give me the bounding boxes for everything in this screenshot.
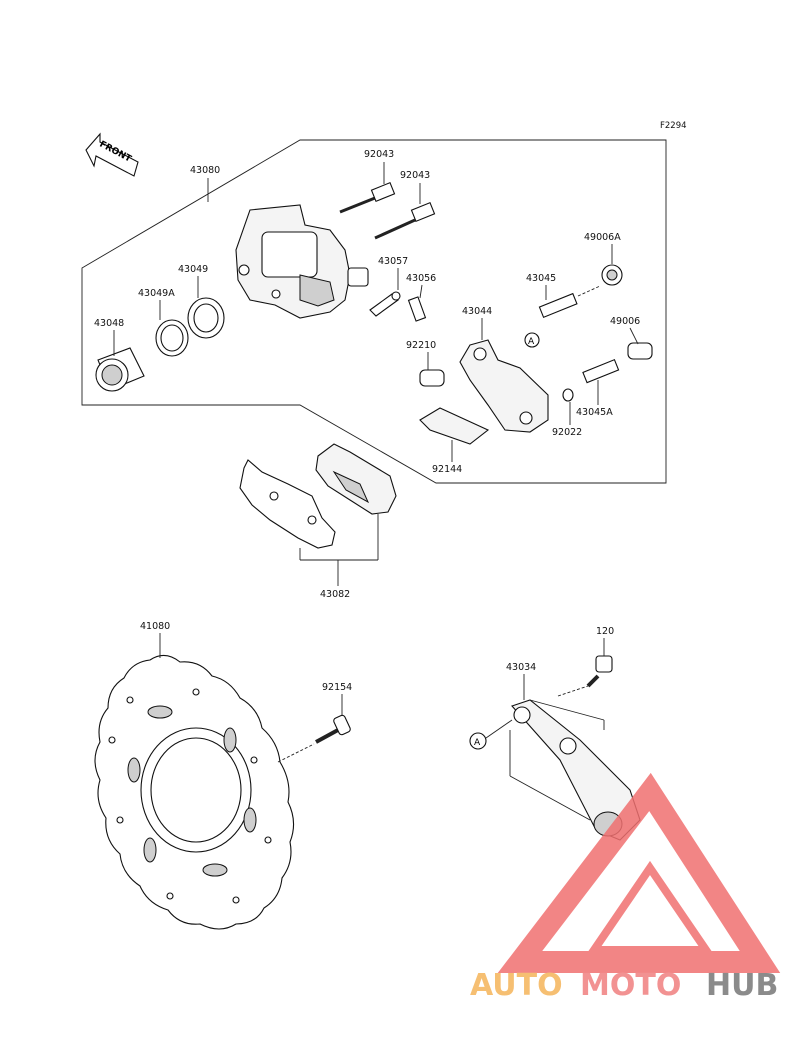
label-49006a: 49006A [584, 232, 621, 243]
boot-49006 [627, 342, 653, 360]
brake-pad-right [315, 443, 397, 515]
label-92154: 92154 [322, 682, 352, 693]
label-92210: 92210 [406, 340, 436, 351]
boot-49006a [601, 264, 623, 286]
dust-seal-43049a [155, 319, 189, 357]
washer-92022 [562, 388, 574, 402]
bleeder-43056 [407, 296, 427, 322]
label-41080: 41080 [140, 621, 170, 632]
watermark-hub: HUB [706, 968, 778, 1003]
pin-92043-a [339, 181, 396, 214]
spring-92144 [419, 407, 490, 445]
bolt-120 [557, 655, 613, 697]
label-43048: 43048 [94, 318, 124, 329]
marker-a-bottom: A [469, 719, 513, 750]
pad-pin-43057 [369, 291, 401, 317]
marker-a-top: A [524, 332, 540, 348]
marker-a-bottom-label: A [474, 738, 481, 748]
label-43034: 43034 [506, 662, 536, 673]
label-43080: 43080 [190, 165, 220, 176]
label-43045a: 43045A [576, 407, 613, 418]
label-43057: 43057 [378, 256, 408, 267]
label-43044: 43044 [462, 306, 492, 317]
label-43056: 43056 [406, 273, 436, 284]
watermark-moto: MOTO [580, 968, 681, 1003]
piston-43048 [95, 347, 145, 392]
figure-code: F2294 [660, 121, 687, 131]
front-arrow: FRONT [85, 132, 139, 177]
seal-43049 [187, 297, 225, 339]
label-92144: 92144 [432, 464, 462, 475]
bolt-92154 [277, 714, 351, 763]
label-49006: 49006 [610, 316, 640, 327]
watermark-triangle [497, 772, 781, 973]
label-92043-b: 92043 [400, 170, 430, 181]
label-43049: 43049 [178, 264, 208, 275]
caliper-body [235, 204, 369, 319]
label-43045: 43045 [526, 273, 556, 284]
label-43082: 43082 [320, 589, 350, 600]
slide-pin-43045 [538, 285, 601, 319]
watermark-auto: AUTO [470, 968, 563, 1003]
watermark-logo: AUTO MOTO HUB [470, 772, 781, 1003]
slide-pin-43045a [582, 358, 620, 384]
pin-92043-b [374, 201, 436, 240]
label-120: 120 [596, 626, 614, 637]
label-43049a: 43049A [138, 288, 175, 299]
brake-disc-41080 [94, 654, 295, 930]
brake-pad-left [239, 459, 336, 549]
label-92022: 92022 [552, 427, 582, 438]
caliper-assembly-box [81, 139, 667, 484]
marker-a-top-label: A [528, 337, 535, 347]
bracket-43044 [459, 339, 549, 433]
label-92043-a: 92043 [364, 149, 394, 160]
sleeve-92210 [419, 369, 445, 387]
watermark-inner-triangle [586, 860, 714, 954]
